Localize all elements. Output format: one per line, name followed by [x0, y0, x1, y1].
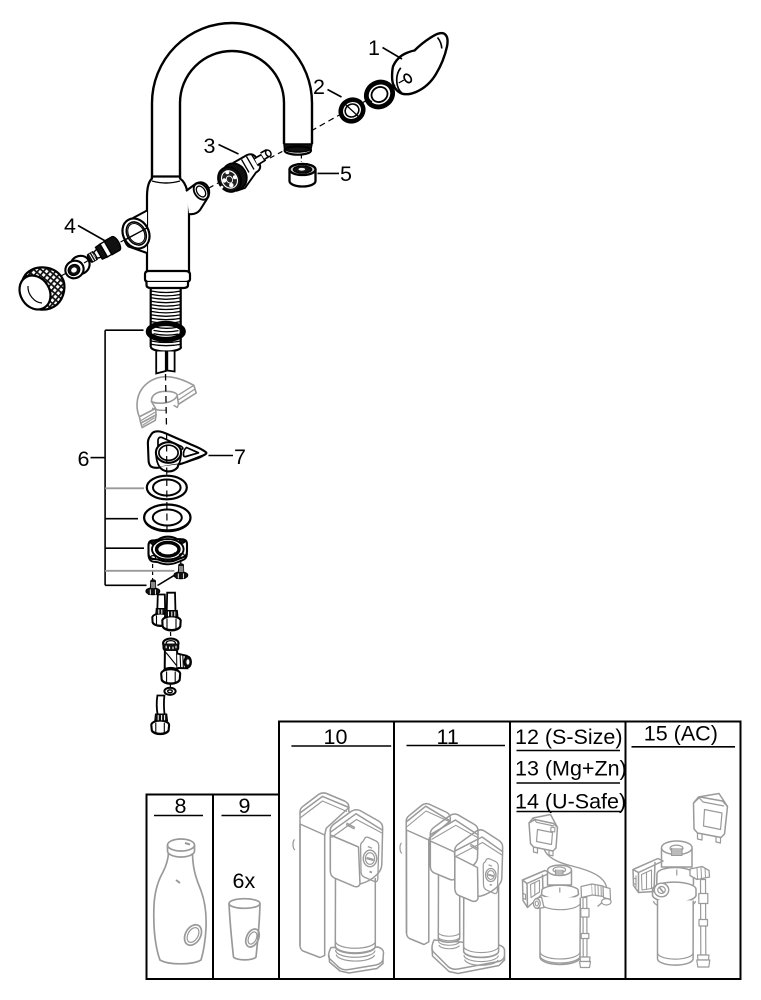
svg-text:2: 2 [313, 75, 325, 99]
svg-text:3: 3 [204, 134, 216, 158]
svg-text:10: 10 [324, 725, 348, 749]
svg-text:13 (Mg+Zn): 13 (Mg+Zn) [515, 757, 627, 781]
svg-text:8: 8 [175, 794, 187, 818]
svg-text:4: 4 [64, 214, 76, 238]
svg-text:11: 11 [437, 725, 459, 749]
svg-text:14 (U-Safe): 14 (U-Safe) [515, 790, 626, 814]
svg-text:15 (AC): 15 (AC) [644, 722, 718, 746]
svg-text:5: 5 [340, 162, 352, 186]
svg-text:6: 6 [78, 447, 90, 471]
svg-text:12 (S-Size): 12 (S-Size) [515, 725, 623, 749]
svg-text:9: 9 [239, 794, 251, 818]
svg-text:1: 1 [368, 36, 380, 60]
svg-text:7: 7 [234, 445, 246, 469]
svg-text:6x: 6x [233, 869, 256, 893]
